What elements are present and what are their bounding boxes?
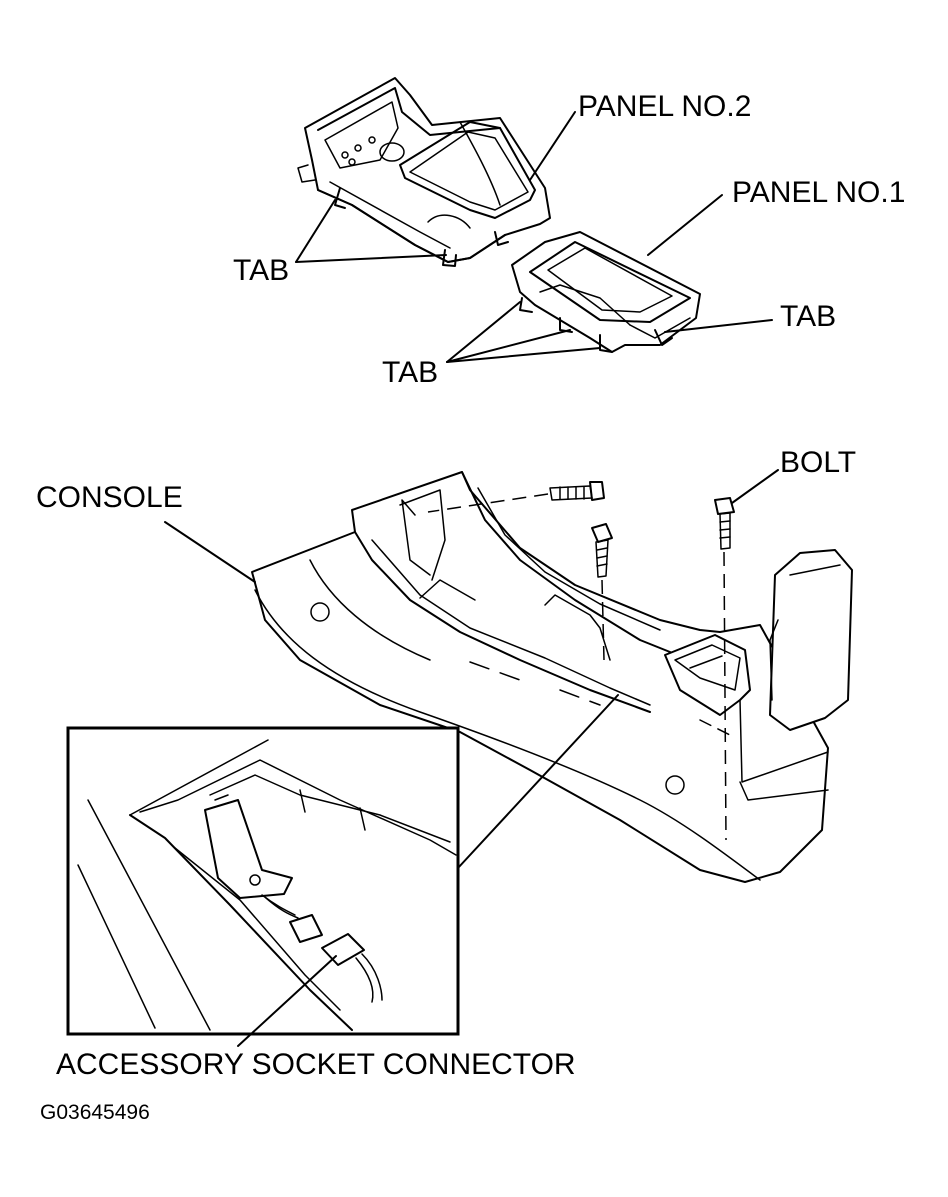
- bolt-label: BOLT: [780, 446, 857, 479]
- tab-label-left: TAB: [233, 254, 290, 287]
- bolt-right-path: [723, 551, 727, 841]
- inset-detail: [66, 726, 460, 1036]
- bolt-middle-path: [601, 579, 605, 661]
- bolt-right: [714, 497, 735, 550]
- tab-label-right: TAB: [780, 300, 837, 333]
- panel-no2-label: PANEL NO.2: [578, 90, 752, 123]
- bolt-middle: [591, 523, 613, 578]
- tab-label-bottom: TAB: [382, 356, 439, 389]
- bolt-horizontal-path: [427, 493, 549, 513]
- bolt-horizontal: [549, 481, 605, 501]
- console-drawing: [251, 471, 853, 883]
- panel-no1-drawing: [511, 231, 701, 353]
- figure-code: G03645496: [40, 1101, 150, 1124]
- leader-lines: [164, 111, 779, 1047]
- console-label: CONSOLE: [36, 481, 183, 514]
- panel-no2-drawing: [297, 77, 551, 267]
- panel-no1-label: PANEL NO.1: [732, 176, 906, 209]
- accessory-socket-connector-label: ACCESSORY SOCKET CONNECTOR: [56, 1048, 576, 1081]
